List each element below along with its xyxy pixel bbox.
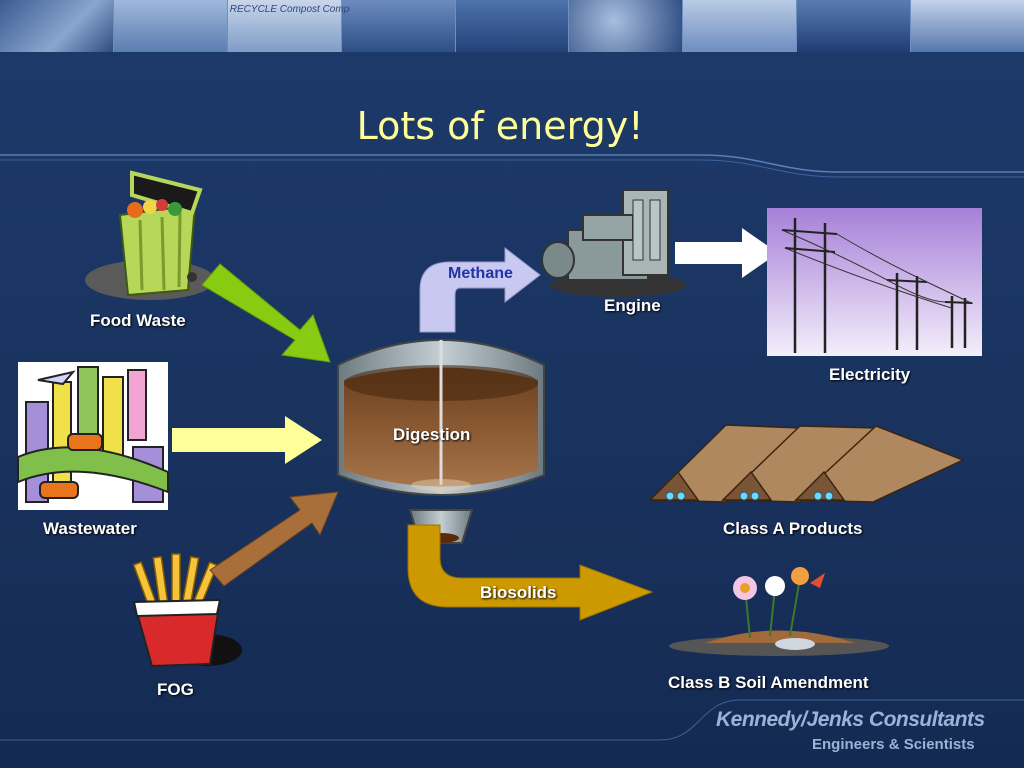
company-logo-text: Kennedy/Jenks Consultants — [716, 708, 985, 731]
methane-label: Methane — [448, 265, 513, 282]
photo-strip: RECYCLE Compost Compost — [0, 0, 1024, 52]
class-b-label: Class B Soil Amendment — [668, 673, 869, 692]
photo-plant — [341, 0, 456, 52]
photo-field — [911, 0, 1024, 52]
city-icon — [17, 362, 169, 510]
food-waste-label: Food Waste — [90, 311, 186, 330]
electricity-label: Electricity — [829, 365, 911, 384]
digester-tank-icon — [337, 339, 545, 544]
photo-compost — [569, 0, 684, 52]
class-a-label: Class A Products — [723, 519, 863, 538]
photo-facility — [683, 0, 798, 52]
photo-wind-turbines — [113, 0, 228, 52]
flowers-soil-icon — [669, 567, 889, 656]
biosolids-label: Biosolids — [480, 583, 557, 602]
trash-bin-icon — [85, 170, 215, 300]
photo-tank — [797, 0, 912, 52]
food-waste-arrow — [201, 263, 331, 363]
engine-label: Engine — [604, 296, 661, 315]
fog-label: FOG — [157, 680, 194, 699]
photo-solar-panels — [0, 0, 114, 52]
french-fries-icon — [132, 553, 242, 668]
wastewater-label: Wastewater — [43, 519, 137, 538]
power-lines-icon — [767, 208, 982, 356]
engine-icon — [541, 189, 686, 297]
recycle-sign-text: RECYCLE Compost Compost — [229, 4, 350, 15]
photo-recycle-sign: RECYCLE Compost Compost — [227, 0, 350, 52]
fog-arrow — [209, 491, 339, 587]
photo-pipes — [455, 0, 570, 52]
digestion-label: Digestion — [393, 425, 471, 444]
slide-title: Lots of energy! — [356, 104, 644, 148]
company-tagline: Engineers & Scientists — [812, 736, 975, 753]
wastewater-arrow — [172, 416, 322, 464]
compost-windrows-icon — [648, 424, 965, 503]
